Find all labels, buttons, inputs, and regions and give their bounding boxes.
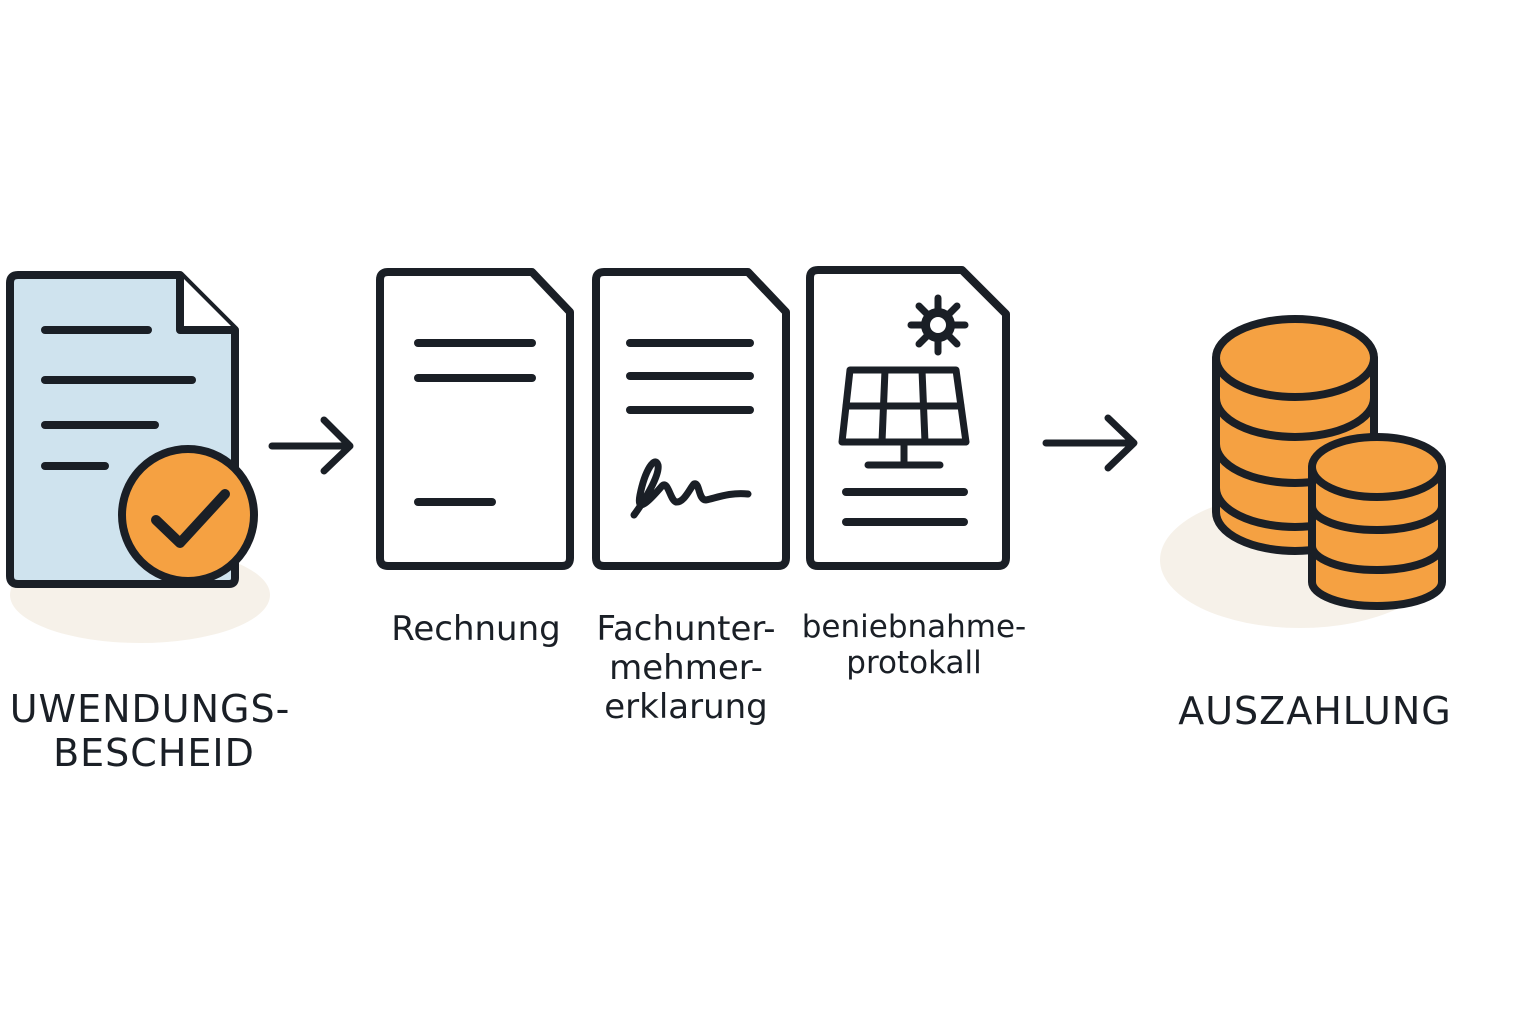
label-line: protokall — [846, 644, 982, 681]
step-label-fachunternehmer: Fachunter- mehmer- erklarung — [586, 609, 786, 728]
step-label-rechnung: Rechnung — [378, 609, 574, 649]
label-line: UWENDUNGS- — [9, 687, 291, 731]
label-line: erklarung — [604, 687, 768, 728]
invoice-document-icon — [376, 268, 574, 570]
label-line: BESCHEID — [53, 730, 255, 775]
label-line: beniebnahme- — [801, 609, 1027, 645]
step-label-bescheid: UWENDUNGS- BESCHEID — [0, 687, 300, 775]
step-label-protokoll: beniebnahme- protokall — [800, 609, 1028, 681]
check-badge-icon — [118, 445, 258, 585]
solar-panel-icon — [838, 366, 970, 469]
label-line: Fachunter- — [596, 609, 776, 649]
arrow-right-icon — [268, 416, 354, 475]
signature-icon — [630, 458, 752, 519]
gear-icon — [907, 294, 969, 356]
solar-protocol-document-icon — [806, 266, 1010, 570]
approved-document-icon — [6, 271, 258, 588]
arrow-right-icon — [1042, 414, 1138, 472]
coin-stacks-icon — [1212, 315, 1446, 610]
signed-document-icon — [592, 268, 790, 570]
step-label-auszahlung: AUSZAHLUNG — [1160, 689, 1470, 734]
label-line: Rechnung — [391, 609, 561, 649]
label-line: AUSZAHLUNG — [1178, 689, 1452, 733]
label-line: mehmer- — [609, 648, 763, 689]
